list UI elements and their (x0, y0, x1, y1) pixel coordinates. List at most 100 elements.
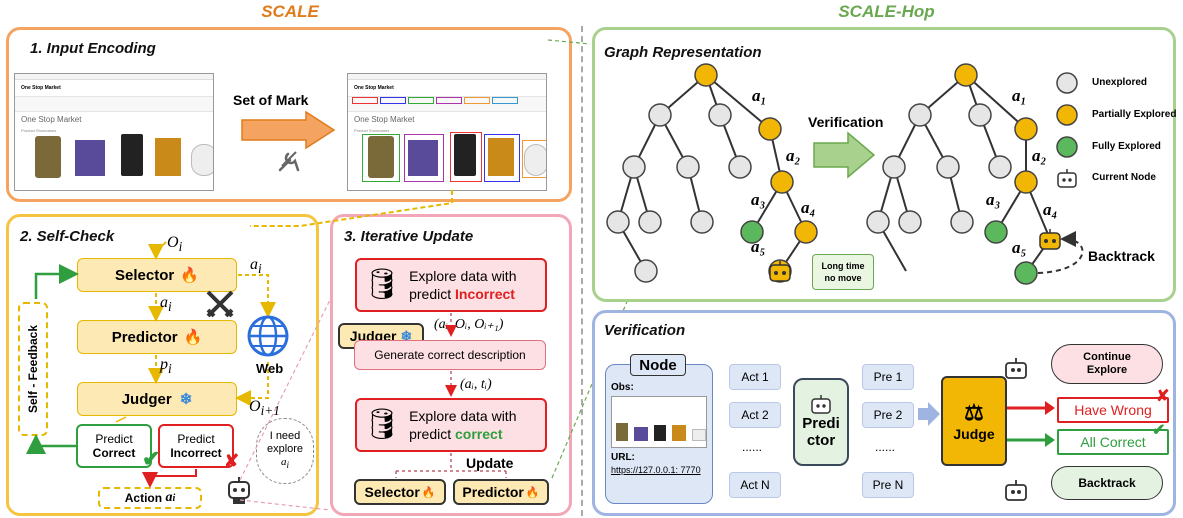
all-correct-box: All Correct (1057, 429, 1169, 455)
judge-card: ⚖ Judge (941, 376, 1007, 466)
judge-arrows (1007, 401, 1055, 447)
legend-unexplored: Unexplored (1092, 77, 1148, 88)
check-icon: ✔ (1152, 422, 1166, 439)
fire-icon: 🔥 (525, 486, 540, 499)
fire-icon: 🔥 (421, 486, 436, 499)
act-ellipsis: ...... (742, 440, 763, 454)
predictor-box-update: Predictor🔥 (453, 479, 549, 505)
tools-icon (278, 151, 300, 172)
edge-label-a2: a₂ (786, 146, 801, 165)
tree-right-nodes (866, 63, 1038, 285)
update-arrows (395, 313, 507, 478)
gavel-icon: ⚖ (964, 400, 984, 425)
forward-arrow (918, 402, 940, 426)
iterative-update-title: 3. Iterative Update (344, 228, 474, 245)
robot-icon (1005, 480, 1027, 501)
pre-n: Pre N (862, 472, 914, 498)
snowflake-icon: ❄ (400, 327, 413, 344)
webpage-screenshot-marked: One Stop Market One Stop Market Product … (347, 73, 547, 191)
action-label: ai (160, 294, 172, 315)
snowflake-icon: ❄ (179, 391, 193, 408)
divider (581, 26, 583, 516)
check-icon: ✔ (142, 446, 161, 471)
edge-label-right-a1: a₁ (1012, 86, 1027, 105)
act-2: Act 2 (729, 402, 781, 428)
verification-arrow (813, 131, 876, 179)
pre-ellipsis: ...... (875, 440, 896, 454)
site-name: One Stop Market (21, 115, 82, 124)
self-feedback-box: Self - Feedback (18, 302, 48, 436)
verification-label: Verification (808, 114, 884, 130)
tree-left-nodes (606, 63, 818, 283)
robot-icon (769, 261, 791, 282)
robot-icon (811, 395, 831, 414)
observation-label: Oi (167, 234, 183, 255)
edge-label-right-a5: a₅ (1012, 238, 1027, 257)
graph-title: Graph Representation (604, 44, 762, 61)
web-label: Web (256, 361, 284, 376)
node-label: Node (630, 354, 686, 376)
database-icon: 🛢 (363, 408, 402, 441)
url-label: URL: (611, 452, 635, 463)
thought-bubble: I need explore ai (256, 418, 314, 484)
robot-icon (1057, 169, 1077, 188)
header-scale-hop: SCALE-Hop (838, 2, 935, 21)
fire-icon: 🔥 (183, 329, 203, 346)
legend-fully-explored: Fully Explored (1092, 141, 1161, 152)
edge-label-right-a2: a₂ (1032, 146, 1047, 165)
prediction-label: pi (160, 356, 172, 377)
set-of-mark-arrow (241, 110, 336, 150)
tree-graph (606, 63, 1084, 285)
edge-label-a5: a₅ (751, 237, 766, 256)
predictor-box: Predictor🔥 (77, 320, 237, 354)
robot-icon (228, 477, 250, 504)
header-scale: SCALE (261, 2, 319, 21)
self-check-title: 2. Self-Check (20, 228, 115, 245)
pre-1: Pre 1 (862, 364, 914, 390)
crossed-swords-icon (206, 290, 234, 318)
products-label: Product Showcases (21, 128, 57, 133)
obs-label: Obs: (611, 382, 634, 393)
globe-icon (247, 315, 289, 357)
backtrack-arrow (1037, 231, 1084, 274)
database-icon: 🛢 (363, 268, 402, 301)
edge-label-a3: a₃ (751, 190, 766, 209)
robot-icon (1039, 229, 1061, 250)
cross-icon: ✘ (224, 451, 240, 471)
act-n: Act N (729, 472, 781, 498)
robot-icon (1005, 358, 1027, 379)
backtrack-label: Backtrack (1088, 248, 1155, 264)
verification-title: Verification (604, 322, 686, 339)
backtrack-bubble: Backtrack (1051, 466, 1163, 500)
fire-icon: 🔥 (180, 267, 199, 284)
edge-label-a4: a₄ (801, 198, 816, 217)
action-label-web: ai (250, 256, 262, 277)
legend-current-node: Current Node (1092, 172, 1156, 183)
edge-label-a1: a₁ (752, 86, 767, 105)
have-wrong-box: Have Wrong (1057, 397, 1169, 423)
edge-label-right-a4: a₄ (1043, 200, 1058, 219)
site-logo: One Stop Market (21, 85, 61, 91)
input-encoding-title: 1. Input Encoding (30, 40, 156, 57)
webpage-screenshot-raw: One Stop Market One Stop Market Product … (14, 73, 214, 191)
edge-label-right-a3: a₃ (986, 190, 1001, 209)
update-label: Update (466, 455, 514, 471)
act-1: Act 1 (729, 364, 781, 390)
next-observation-label: Oi+1 (249, 398, 280, 419)
legend-partially-explored: Partially Explored (1092, 109, 1177, 120)
pre-2: Pre 2 (862, 402, 914, 428)
generate-description-box: Generate correct description (354, 340, 546, 370)
selector-box-update: Selector🔥 (354, 479, 446, 505)
url-value: https://127.0.0.1: 7770 (611, 465, 701, 475)
cross-icon: ✘ (1156, 388, 1170, 405)
set-of-mark-label: Set of Mark (233, 92, 309, 108)
obs-thumbnail (611, 396, 707, 448)
